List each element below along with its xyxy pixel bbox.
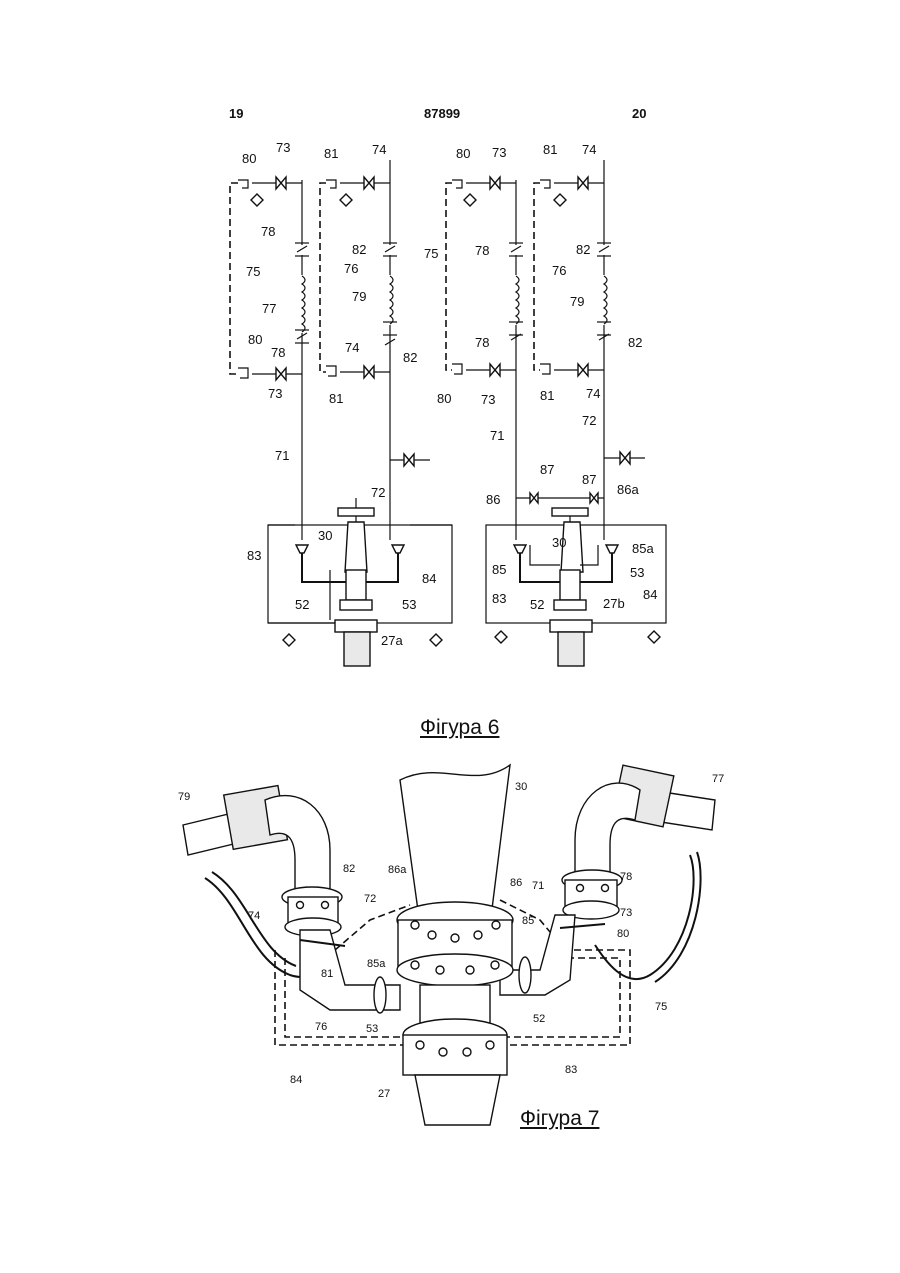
fig7-label-72: 72 bbox=[364, 893, 376, 905]
fig6-label-73a: 73 bbox=[276, 140, 290, 155]
fig6-label-r71: 71 bbox=[490, 428, 504, 443]
fig6-label-r52: 52 bbox=[530, 597, 544, 612]
figure-7-caption: Фігура 7 bbox=[520, 1107, 599, 1131]
fig6-label-r27b: 27b bbox=[603, 596, 625, 611]
fig6-label-74a: 74 bbox=[372, 142, 386, 157]
fig7-label-86: 86 bbox=[510, 877, 522, 889]
fig6-label-77: 77 bbox=[262, 301, 276, 316]
fig6-label-82b: 82 bbox=[403, 350, 417, 365]
fig6-label-30: 30 bbox=[318, 528, 332, 543]
fig7-label-71: 71 bbox=[532, 880, 544, 892]
fig7-label-84: 84 bbox=[290, 1074, 302, 1086]
fig6-label-80b: 80 bbox=[248, 332, 262, 347]
fig6-label-r87b: 87 bbox=[582, 472, 596, 487]
fig6-label-r86: 86 bbox=[486, 492, 500, 507]
fig6-label-84: 84 bbox=[422, 571, 436, 586]
fig7-label-30: 30 bbox=[515, 781, 527, 793]
fig6-label-r86a: 86a bbox=[617, 482, 639, 497]
fig7-label-74: 74 bbox=[248, 910, 260, 922]
fig6-label-78b: 78 bbox=[271, 345, 285, 360]
fig7-label-78: 78 bbox=[620, 871, 632, 883]
fig6-label-72: 72 bbox=[371, 485, 385, 500]
fig7-label-83: 83 bbox=[565, 1064, 577, 1076]
fig6-label-74b: 74 bbox=[345, 340, 359, 355]
fig7-label-73: 73 bbox=[620, 907, 632, 919]
fig6-label-r80a: 80 bbox=[456, 146, 470, 161]
fig6-label-r87a: 87 bbox=[540, 462, 554, 477]
fig6-label-78a: 78 bbox=[261, 224, 275, 239]
fig6-label-r84: 84 bbox=[643, 587, 657, 602]
fig7-label-80: 80 bbox=[617, 928, 629, 940]
fig7-label-81: 81 bbox=[321, 968, 333, 980]
fig7-label-82: 82 bbox=[343, 863, 355, 875]
fig6-label-83: 83 bbox=[247, 548, 261, 563]
fig6-label-82a: 82 bbox=[352, 242, 366, 257]
fig6-label-r85a: 85a bbox=[632, 541, 654, 556]
fig6-label-73b: 73 bbox=[268, 386, 282, 401]
fig6-label-r73b: 73 bbox=[481, 392, 495, 407]
fig6-label-80a: 80 bbox=[242, 151, 256, 166]
fig6-label-r85: 85 bbox=[492, 562, 506, 577]
fig6-label-r80b: 80 bbox=[437, 391, 451, 406]
fig7-label-52: 52 bbox=[533, 1013, 545, 1025]
fig6-label-81a: 81 bbox=[324, 146, 338, 161]
fig6-label-r75: 75 bbox=[424, 246, 438, 261]
fig6-label-71: 71 bbox=[275, 448, 289, 463]
fig6-label-r78b: 78 bbox=[475, 335, 489, 350]
fig6-label-r74b: 74 bbox=[586, 386, 600, 401]
fig7-label-79: 79 bbox=[178, 791, 190, 803]
fig6-label-r74a: 74 bbox=[582, 142, 596, 157]
figure-7-perspective: 79 30 77 82 86a 86 71 78 72 74 85 73 80 … bbox=[178, 765, 724, 1125]
fig7-label-86a: 86a bbox=[388, 864, 407, 876]
fig6-label-81b: 81 bbox=[329, 391, 343, 406]
fig6-label-r82a: 82 bbox=[576, 242, 590, 257]
fig6-label-r81b: 81 bbox=[540, 388, 554, 403]
figure-6-schematic: 80 73 81 74 78 82 75 76 77 79 80 78 74 8… bbox=[230, 140, 666, 666]
fig6-label-27a: 27a bbox=[381, 633, 403, 648]
fig6-label-r53: 53 bbox=[630, 565, 644, 580]
fig6-label-75: 75 bbox=[246, 264, 260, 279]
fig6-label-r81a: 81 bbox=[543, 142, 557, 157]
fig6-label-76: 76 bbox=[344, 261, 358, 276]
fig6-label-r79: 79 bbox=[570, 294, 584, 309]
figure-6-caption: Фігура 6 bbox=[420, 716, 499, 740]
fig6-label-r72: 72 bbox=[582, 413, 596, 428]
fig7-label-75: 75 bbox=[655, 1001, 667, 1013]
fig7-label-85a: 85a bbox=[367, 958, 386, 970]
fig6-label-r78a: 78 bbox=[475, 243, 489, 258]
fig7-label-85: 85 bbox=[522, 915, 534, 927]
fig6-right-unit bbox=[446, 160, 666, 666]
fig6-label-r73a: 73 bbox=[492, 145, 506, 160]
fig7-label-27: 27 bbox=[378, 1088, 390, 1100]
fig6-label-53: 53 bbox=[402, 597, 416, 612]
fig6-label-79: 79 bbox=[352, 289, 366, 304]
fig6-label-r30: 30 bbox=[552, 535, 566, 550]
fig6-label-52: 52 bbox=[295, 597, 309, 612]
fig6-label-r82b: 82 bbox=[628, 335, 642, 350]
fig7-label-53: 53 bbox=[366, 1023, 378, 1035]
fig6-label-r76: 76 bbox=[552, 263, 566, 278]
fig6-label-r83: 83 bbox=[492, 591, 506, 606]
fig7-label-76: 76 bbox=[315, 1021, 327, 1033]
fig7-label-77: 77 bbox=[712, 773, 724, 785]
